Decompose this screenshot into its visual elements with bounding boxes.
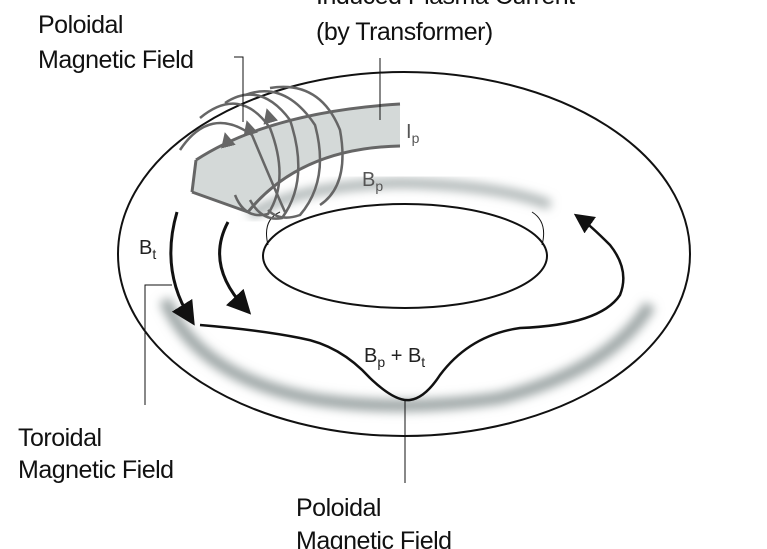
leader-lines	[144, 56, 406, 483]
torus-hole	[262, 203, 548, 309]
torus-outer	[117, 71, 691, 437]
hole-rim	[266, 211, 545, 246]
toroidal-field-label-line2: Magnetic Field	[18, 456, 174, 484]
poloidal-field-label-bottom-line2: Magnetic Field	[296, 527, 452, 549]
poloidal-field-label-top-line2: Magnetic Field	[38, 46, 194, 74]
ip-symbol: Ip	[406, 121, 420, 146]
induced-current-label-line2: (by Transformer)	[316, 18, 493, 46]
helical-field-line	[199, 213, 625, 402]
bp-plus-bt-symbol: Bp + Bt	[364, 345, 425, 370]
bt-symbol: Bt	[139, 237, 156, 262]
poloidal-field-coils	[178, 85, 344, 220]
toroidal-arrow-outer	[169, 211, 195, 326]
toroidal-arrow-inner	[218, 221, 252, 315]
poloidal-field-label-top-line1: Poloidal	[38, 11, 123, 39]
shade-band-upper	[247, 178, 552, 219]
poloidal-field-label-bottom-line1: Poloidal	[296, 494, 381, 522]
plasma-current-band	[192, 104, 400, 212]
toroidal-field-label-line1: Toroidal	[18, 424, 102, 452]
shade-band-lower	[159, 297, 656, 412]
bp-symbol: Bp	[362, 169, 383, 194]
induced-current-label-line1: Induced Plasma Current	[316, 0, 575, 10]
